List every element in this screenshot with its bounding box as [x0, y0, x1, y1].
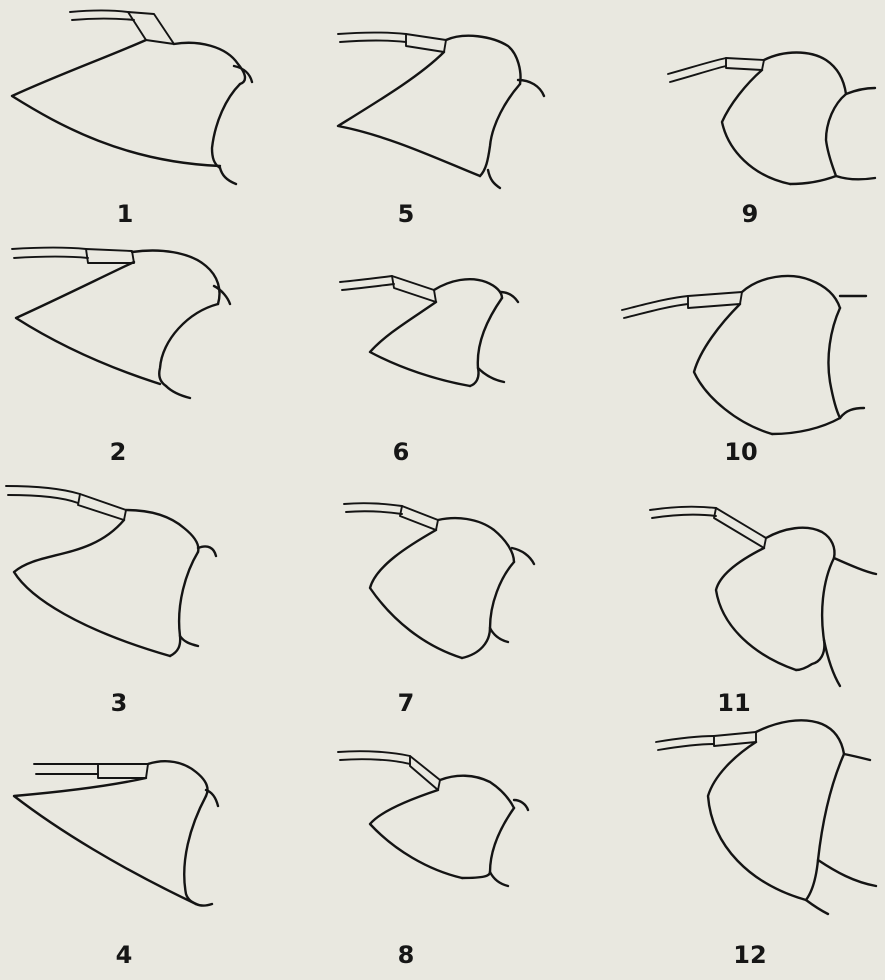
figure-2: 2: [12, 248, 230, 467]
figure-4: 4: [14, 761, 218, 969]
figure-8: 8: [338, 751, 528, 969]
figure-5-drawing: [338, 33, 544, 189]
figure-6-drawing: [340, 276, 518, 386]
figure-3-drawing: [6, 486, 216, 656]
figure-5-label: 5: [398, 200, 415, 228]
figure-9: 9: [668, 53, 875, 229]
figure-4-drawing: [14, 761, 218, 905]
figure-11: 11: [650, 507, 876, 717]
figure-12-label: 12: [733, 941, 766, 969]
figure-5: 5: [338, 33, 544, 229]
figure-1-drawing: [12, 11, 252, 185]
figure-7: 7: [344, 503, 534, 717]
figure-6-label: 6: [393, 438, 410, 466]
figure-12: 12: [656, 720, 876, 969]
figure-7-label: 7: [398, 689, 415, 717]
figure-1-label: 1: [117, 200, 134, 228]
figure-3: 3: [6, 486, 216, 717]
figure-4-label: 4: [116, 941, 133, 969]
figure-9-label: 9: [742, 200, 759, 228]
figure-10-label: 10: [724, 438, 757, 466]
figure-8-label: 8: [398, 941, 415, 969]
figure-9-drawing: [668, 53, 875, 185]
figure-11-label: 11: [717, 689, 750, 717]
figure-1: 1: [12, 11, 252, 229]
figure-2-label: 2: [110, 438, 127, 466]
figure-6: 6: [340, 276, 518, 466]
figure-2-drawing: [12, 248, 230, 399]
figure-3-label: 3: [111, 689, 128, 717]
figure-8-drawing: [338, 751, 528, 886]
figure-7-drawing: [344, 503, 534, 658]
figure-12-drawing: [656, 720, 876, 914]
figure-10-drawing: [622, 276, 866, 434]
figure-11-drawing: [650, 507, 876, 686]
figure-10: 10: [622, 276, 866, 466]
